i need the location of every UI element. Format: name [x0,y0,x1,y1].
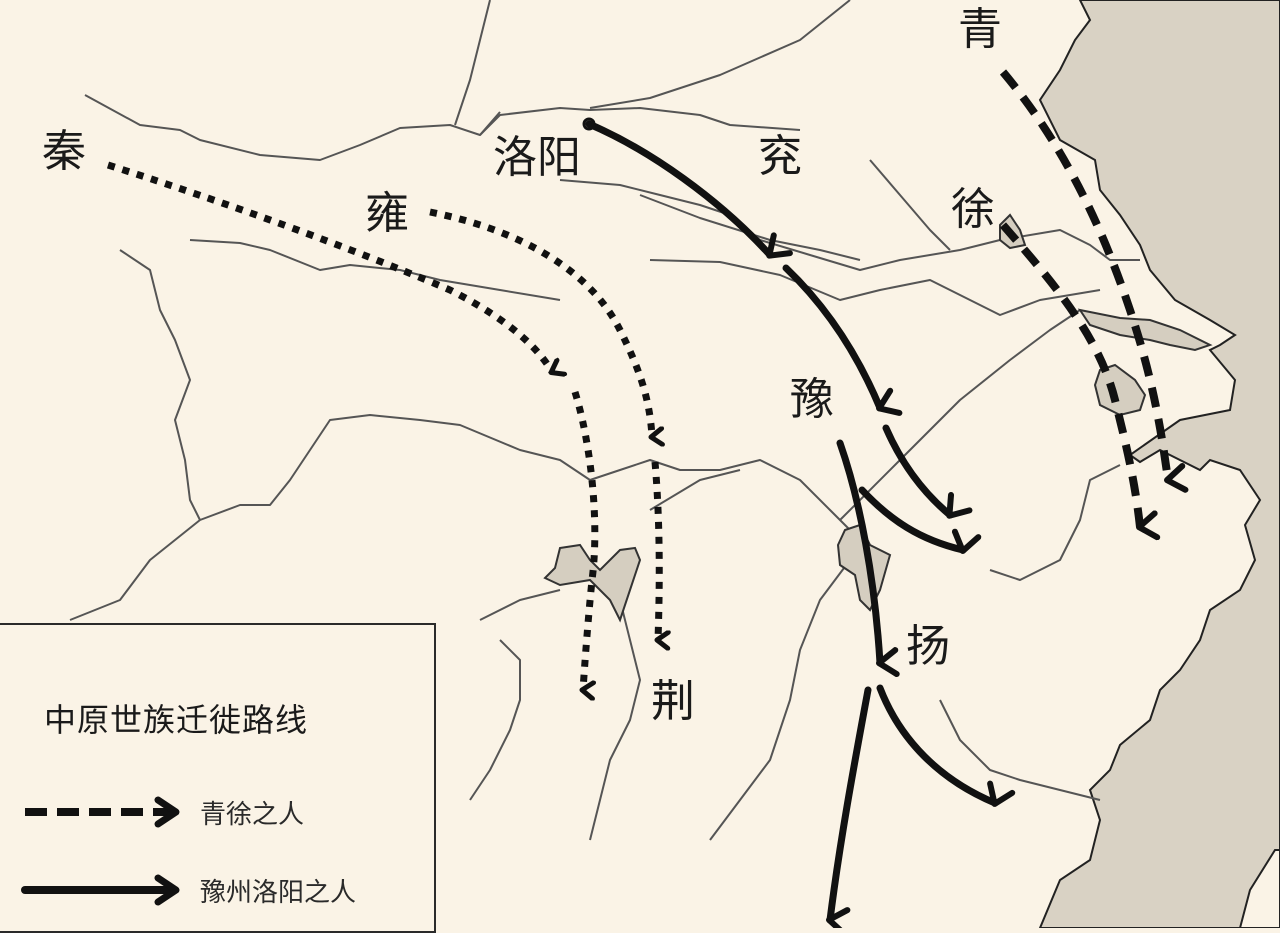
region-label-xu: 徐 [951,184,995,235]
region-label-qin: 秦 [42,126,86,177]
sea [1038,0,1280,928]
region-label-yong: 雍 [365,188,409,239]
legend-item-solid: 豫州洛阳之人 [20,870,430,910]
legend: 中原世族迁徙路线 青徐之人 豫州洛阳之人 [0,623,436,933]
solid-arrow-icon [21,874,180,906]
route-qin-south [571,390,599,690]
route-yang-southeast [876,684,1016,807]
region-label-luoyang: 洛阳 [493,132,581,183]
route-yu-east-2 [858,486,982,554]
route-yu-east-1 [882,424,973,519]
route-yu-south [836,439,900,678]
taiwan-island [1238,849,1280,928]
region-label-yu: 豫 [790,374,834,425]
route-qin [106,161,552,372]
route-yong-south [651,461,659,640]
route-luoyang-1 [585,120,793,259]
region-label-jing: 荆 [651,676,695,727]
dashed-routes [999,69,1189,541]
route-xu [999,222,1161,541]
route-qing [999,69,1189,493]
region-label-qing: 青 [958,4,1002,55]
dashed-arrow-icon [25,796,180,828]
route-luoyang-2 [782,264,903,416]
region-label-yang: 扬 [906,621,950,672]
route-yang-south [826,686,872,928]
legend-label-dashed: 青徐之人 [200,800,305,830]
lakes [543,213,1213,623]
legend-label-solid: 豫州洛阳之人 [200,878,357,908]
region-label-yan: 兖 [758,131,802,182]
route-yong [429,208,652,437]
legend-title: 中原世族迁徙路线 [44,701,309,739]
dotted-routes [106,161,659,690]
solid-routes [582,117,1016,928]
legend-item-dashed: 青徐之人 [20,792,430,832]
